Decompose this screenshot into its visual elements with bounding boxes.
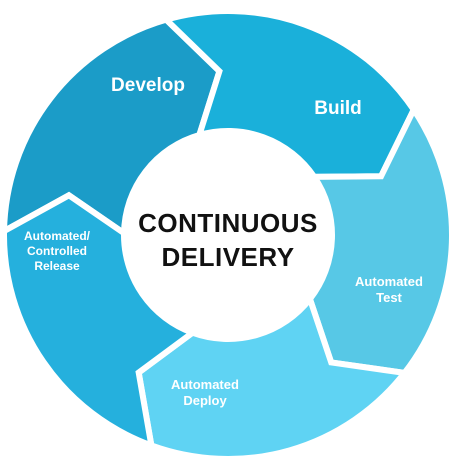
segment-label-release-line-1: Automated/: [24, 229, 91, 243]
segment-label-develop-line-1: Develop: [111, 75, 185, 96]
cycle-segments: [0, 8, 455, 458]
segment-label-test-line-1: Automated: [355, 274, 423, 289]
center-circle: [122, 129, 334, 341]
center-title-line-2: DELIVERY: [161, 242, 294, 272]
segment-label-release-line-3: Release: [34, 259, 80, 273]
segment-label-release-line-2: Controlled: [27, 244, 87, 258]
segment-label-build-line-1: Build: [314, 98, 362, 119]
segment-label-deploy-line-2: Deploy: [183, 393, 227, 408]
segment-label-develop: Develop: [111, 75, 185, 96]
segment-label-deploy-line-1: Automated: [171, 377, 239, 392]
center-title-line-1: CONTINUOUS: [138, 208, 318, 238]
segment-label-test-line-2: Test: [376, 290, 402, 305]
segment-label-build: Build: [314, 98, 362, 119]
